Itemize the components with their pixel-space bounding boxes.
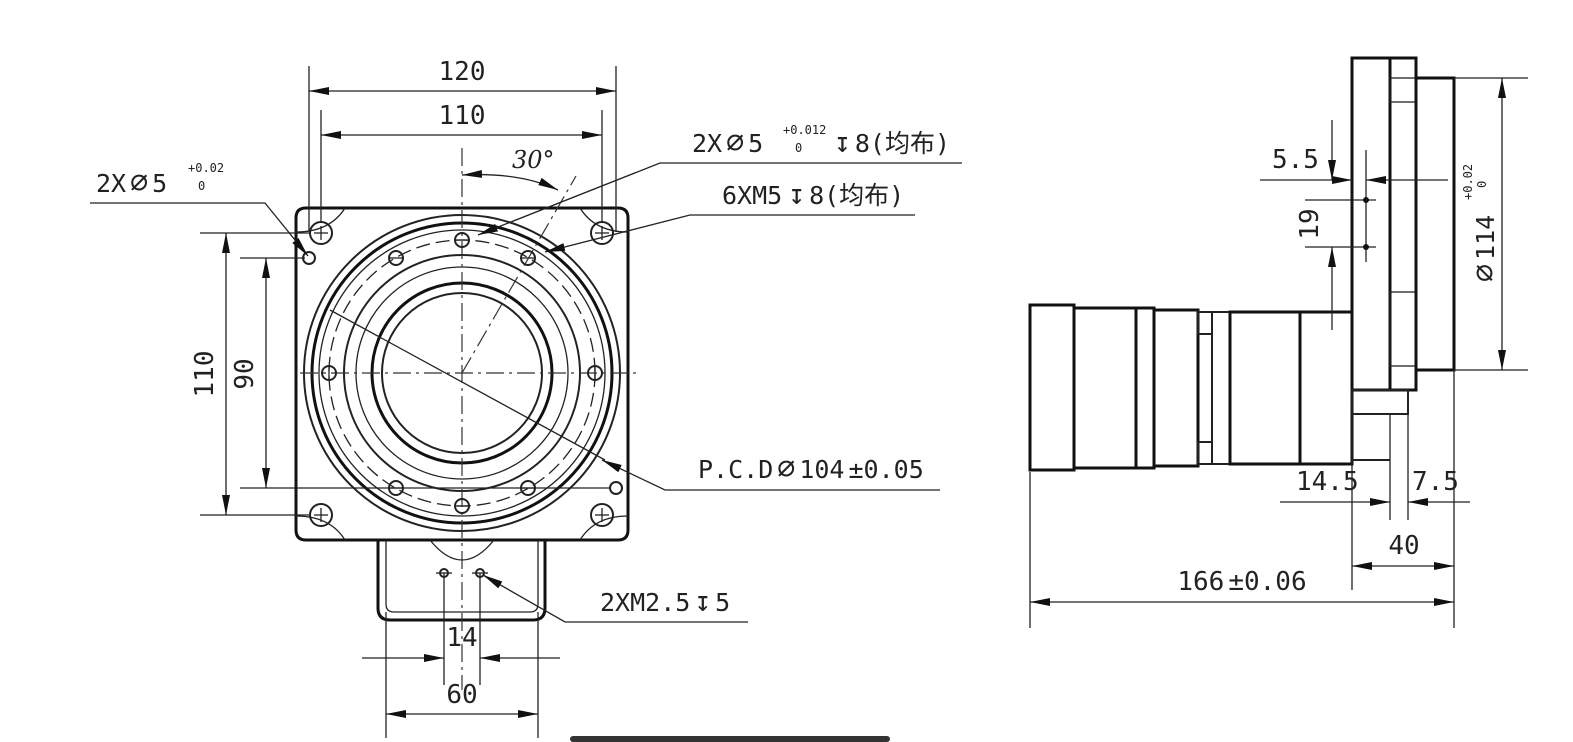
dim-height-outer: 110: [190, 351, 220, 398]
tol-pin-upper: +0.012: [783, 123, 826, 137]
mounting-hole: [590, 503, 614, 527]
pilot: [1414, 76, 1456, 372]
dim-width-outer: 120: [439, 57, 486, 87]
leader-tapped: [544, 214, 915, 253]
output-flange: [1388, 56, 1418, 392]
front-view: 120 110 110 90 30° 14 60 2X⌀5 +0: [90, 57, 962, 738]
dim-overall: 166±0.06: [1177, 567, 1306, 597]
dim-pilot: ⌀114: [1467, 215, 1502, 282]
angle-arc: [461, 169, 559, 191]
side-view: 5.5 19 ⌀114 +0.02 0 14.5 7.5 40 166±: [1028, 56, 1528, 628]
tol-dowel-upper: +0.02: [188, 161, 224, 175]
dim-flange-a: 14.5: [1296, 467, 1359, 497]
adapter-tab-top: [1197, 311, 1213, 335]
dim-tab-width: 60: [446, 680, 477, 710]
motor-adapter: [1152, 308, 1200, 468]
reducer-mid: [1298, 310, 1354, 466]
flange-tab: [1351, 389, 1409, 415]
note-pcd: P.C.D⌀104±0.05: [698, 451, 924, 486]
leader-dowel: [90, 202, 309, 257]
page-edge-bar: [570, 736, 890, 742]
note-output-pin: 2X⌀5: [692, 125, 763, 160]
motor-body: [1072, 306, 1138, 470]
dim-tab-holes: 14: [446, 623, 477, 653]
corner-relief-bl: [295, 515, 346, 541]
mounting-hole: [309, 221, 333, 245]
reducer-input: [1228, 310, 1302, 466]
note-dowel: 2X⌀5: [96, 165, 167, 200]
corner-relief-tr: [579, 207, 629, 233]
angle-centerline: [461, 175, 577, 374]
dim-flange-b: 7.5: [1412, 467, 1459, 497]
mounting-hole: [590, 221, 614, 245]
dim-width-inner: 110: [439, 101, 486, 131]
motor-end-cap: [1028, 303, 1076, 472]
note-tapped: 6XM5↧8(均布): [722, 178, 904, 211]
coupling-housing: [1211, 311, 1231, 465]
corner-relief-tl: [295, 207, 346, 233]
corner-relief-br: [579, 515, 629, 541]
dim-flange-total: 40: [1388, 531, 1419, 561]
tol-dowel-lower: 0: [198, 179, 205, 193]
flange-plate: [1350, 56, 1392, 392]
dim-height-inner: 90: [230, 358, 260, 389]
motor-ring: [1134, 306, 1156, 470]
tol-pilot-upper: +0.02: [1461, 164, 1475, 200]
dim-spacing: 19: [1295, 208, 1325, 239]
mounting-hole: [309, 503, 333, 527]
flange-outline: [294, 206, 630, 542]
angle-label: 30°: [512, 146, 555, 174]
pcd-radial-line: [329, 309, 606, 461]
bottom-tab-inner: [385, 540, 539, 613]
tol-pin-lower: 0: [795, 141, 802, 155]
leader-output-pin: [477, 162, 962, 236]
dim-offset: 5.5: [1272, 145, 1319, 175]
adapter-tab-bottom: [1197, 441, 1213, 465]
tol-pilot-lower: 0: [1475, 181, 1489, 188]
dowel-hole: [609, 481, 623, 495]
leader-small-thread: [482, 574, 748, 623]
leader-pcd: [601, 459, 940, 491]
note-small-thread: 2XM2.5↧5: [600, 585, 730, 618]
note-output-pin-depth: ↧8(均布): [834, 126, 950, 159]
